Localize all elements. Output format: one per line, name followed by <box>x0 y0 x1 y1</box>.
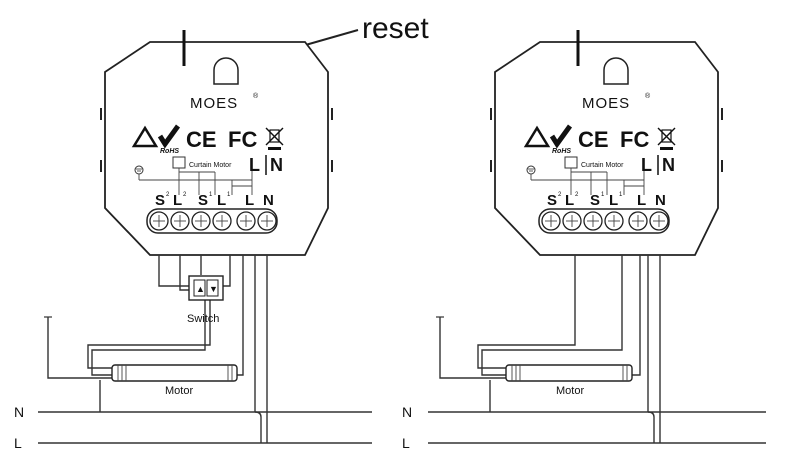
right-motor-label: Motor <box>556 385 584 397</box>
reset-label: reset <box>362 12 429 45</box>
right-motor-ribs <box>511 365 628 381</box>
left-ce-mark: CE <box>186 127 217 152</box>
left-terminal-label: L <box>173 192 182 209</box>
svg-text:1: 1 <box>619 192 623 198</box>
left-top-N: N <box>270 155 283 175</box>
right-device-housing <box>494 41 719 256</box>
right-terminal-screws <box>541 211 669 231</box>
svg-text:2: 2 <box>166 192 170 198</box>
left-terminal-label: N <box>263 192 274 209</box>
left-top-L: L <box>249 155 260 175</box>
left-curtain-motor-label: Curtain Motor <box>189 162 232 169</box>
left-warning-icon <box>131 125 159 148</box>
left-device-housing <box>104 41 329 256</box>
right-rail-N-label: N <box>402 404 412 420</box>
right-top-N: N <box>662 155 675 175</box>
right-terminal-label: L <box>637 192 646 209</box>
right-internal-schematic: Curtain Motor <box>526 156 645 195</box>
svg-text:1: 1 <box>209 192 213 198</box>
left-terminal-label: S <box>155 192 165 209</box>
left-terminal-label: L <box>245 192 254 209</box>
down-arrow-icon: ▼ <box>209 284 218 294</box>
left-weee-icon <box>265 127 284 150</box>
right-terminal-labels: S 2 L 2 S 1 L 1 L N <box>547 192 666 209</box>
left-motor-label: Motor <box>165 385 193 397</box>
right-ce-mark: CE <box>578 127 609 152</box>
right-curtain-motor-label: Curtain Motor <box>581 162 624 169</box>
right-reset-button[interactable] <box>603 57 629 85</box>
left-switch-down-button[interactable] <box>206 279 219 297</box>
right-rohs: RoHS <box>552 148 571 155</box>
left-rohs: RoHS <box>160 148 179 155</box>
left-motor-ribs <box>117 365 233 381</box>
left-terminal-screws <box>149 211 277 231</box>
right-warning-icon <box>523 125 551 148</box>
right-weee-icon <box>657 127 676 150</box>
right-brand: MOES <box>582 95 630 112</box>
right-top-L: L <box>641 155 652 175</box>
right-rail-L-label: L <box>402 435 410 451</box>
right-brand-mark: ® <box>645 92 651 100</box>
left-wiring <box>44 255 268 443</box>
right-fc-mark: FC <box>620 127 649 152</box>
svg-text:1: 1 <box>601 192 605 198</box>
left-motor <box>111 364 238 382</box>
right-terminal-label: N <box>655 192 666 209</box>
right-terminal-label: L <box>565 192 574 209</box>
left-switch-label: Switch <box>187 313 219 325</box>
right-wiring <box>436 255 661 443</box>
left-rail-L-label: L <box>14 435 22 451</box>
up-arrow-icon: ▲ <box>196 284 205 294</box>
left-terminal-label: L <box>217 192 226 209</box>
left-terminal-label: S <box>198 192 208 209</box>
svg-text:2: 2 <box>183 192 187 198</box>
left-brand: MOES <box>190 95 238 112</box>
left-switch-up-button[interactable] <box>193 279 206 297</box>
svg-text:1: 1 <box>227 192 231 198</box>
right-terminal-label: L <box>609 192 618 209</box>
svg-text:2: 2 <box>558 192 562 198</box>
left-rail-N-label: N <box>14 404 24 420</box>
right-ground-icon <box>526 165 536 175</box>
right-terminal-label: S <box>590 192 600 209</box>
right-relay-box <box>564 156 578 169</box>
left-fc-mark: FC <box>228 127 257 152</box>
left-ground-icon <box>134 165 144 175</box>
right-motor <box>505 364 633 382</box>
left-internal-schematic: Curtain Motor <box>134 156 253 195</box>
svg-text:2: 2 <box>575 192 579 198</box>
left-relay-box <box>172 156 186 169</box>
right-rohs-check-icon <box>549 124 573 149</box>
left-device: MOES ® RoHS CE FC Curtai <box>100 30 333 256</box>
left-terminal-labels: S 2 L 2 S 1 L 1 L N <box>155 192 274 209</box>
right-device: MOES ® RoHS CE FC Curtain Motor <box>490 30 723 256</box>
right-terminal-label: S <box>547 192 557 209</box>
left-reset-button[interactable] <box>213 57 239 85</box>
left-brand-mark: ® <box>253 92 259 100</box>
left-rohs-check-icon <box>157 124 181 149</box>
